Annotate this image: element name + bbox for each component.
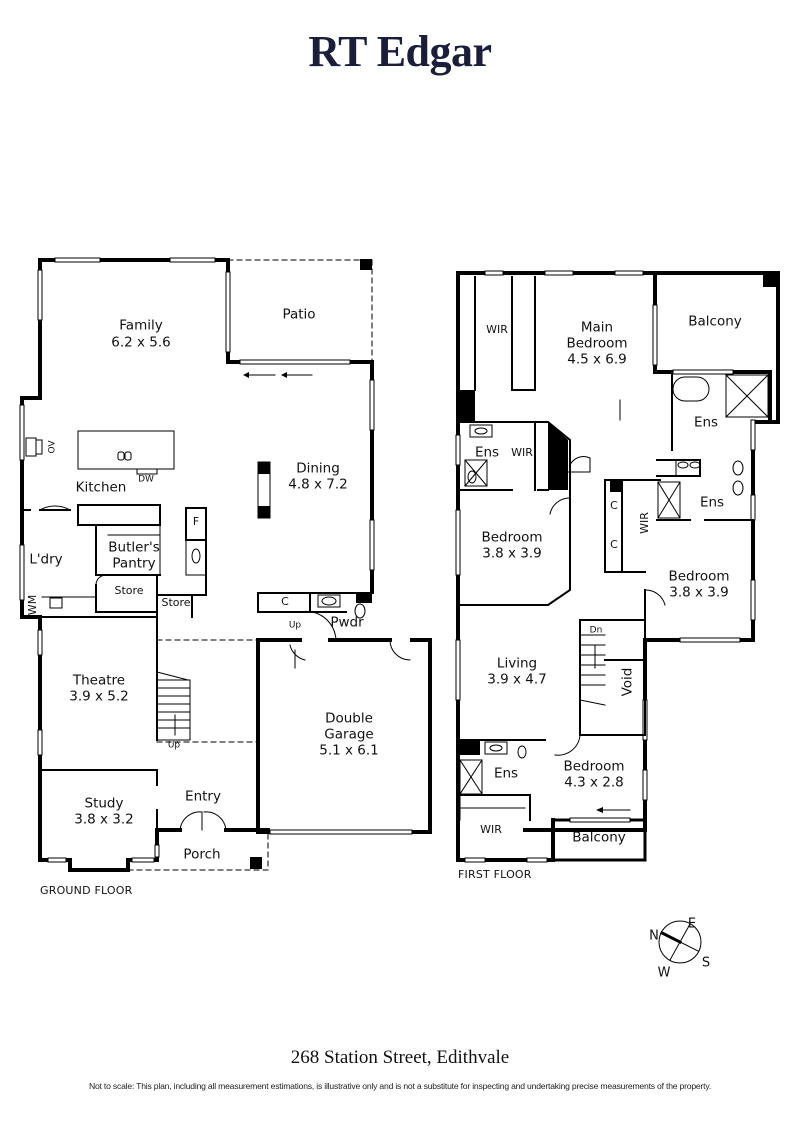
room-dining-name: Dining <box>296 460 340 477</box>
room-garage-name: Double <box>325 710 373 727</box>
room-theatre-dims: 3.9 x 5.2 <box>69 688 129 705</box>
room-laundry-name: L'dry <box>29 551 63 568</box>
disclaimer-text: Not to scale: This plan, including all m… <box>88 1081 712 1091</box>
brand-logo: RT Edgar <box>308 27 492 76</box>
oven-label: OV <box>47 440 58 454</box>
room-porch-name: Porch <box>183 846 221 863</box>
room-cupboard-c: C <box>281 595 289 608</box>
room-garage-dims: 5.1 x 6.1 <box>319 742 379 759</box>
room-wir-left: WIR <box>511 446 533 459</box>
compass-south: S <box>701 955 711 971</box>
room-butlers-pantry-name: Butler's <box>108 539 160 556</box>
room-bedroom-right-name: Bedroom <box>668 568 730 585</box>
fridge-label: F <box>192 515 200 528</box>
room-ens-left: Ens <box>474 444 500 461</box>
room-void: Void <box>619 667 636 697</box>
room-store-1: Store <box>114 584 144 597</box>
room-living-name: Living <box>496 655 538 672</box>
room-main-bedroom-name2: Bedroom <box>566 335 628 352</box>
stairs-up-label-2: Up <box>167 740 181 751</box>
room-butlers-pantry-name2: Pantry <box>112 555 156 572</box>
room-patio-name: Patio <box>282 306 316 323</box>
room-dining-dims: 4.8 x 7.2 <box>288 476 348 493</box>
property-address: 268 Station Street, Edithvale <box>290 1047 510 1068</box>
room-wir-right: WIR <box>638 512 651 534</box>
compass-east: E <box>687 916 697 932</box>
room-family-name: Family <box>119 317 163 334</box>
room-entry-name: Entry <box>185 788 221 805</box>
room-bedroom-right-dims: 3.8 x 3.9 <box>669 584 729 601</box>
room-family-dims: 6.2 x 5.6 <box>111 334 171 351</box>
room-ens-right: Ens <box>699 494 725 511</box>
room-ens-main: Ens <box>693 414 719 431</box>
washing-machine-label: WM <box>26 594 39 616</box>
room-theatre-name: Theatre <box>72 672 126 689</box>
room-bedroom-bottom-dims: 4.3 x 2.8 <box>564 774 624 791</box>
room-study-name: Study <box>84 795 124 812</box>
room-wir-bottom: WIR <box>480 823 502 836</box>
room-balcony-bottom: Balcony <box>572 829 626 846</box>
stairs-down-label: Dn <box>589 625 603 636</box>
room-garage-name2: Garage <box>324 726 374 743</box>
cupboard-c-2: C <box>610 538 618 551</box>
ground-floor-label: GROUND FLOOR <box>40 884 133 897</box>
compass-west: W <box>657 965 671 981</box>
room-kitchen-name: Kitchen <box>75 479 127 496</box>
room-bedroom-bottom-name: Bedroom <box>563 758 625 775</box>
room-wir-main: WIR <box>486 323 508 336</box>
cupboard-c-1: C <box>610 499 618 512</box>
room-store-2: Store <box>161 596 191 609</box>
room-main-bedroom-dims: 4.5 x 6.9 <box>567 351 627 368</box>
room-bedroom-left-dims: 3.8 x 3.9 <box>482 545 542 562</box>
dishwasher-label: DW <box>138 474 154 485</box>
room-balcony-top: Balcony <box>688 313 742 330</box>
first-floor-label: FIRST FLOOR <box>458 868 532 881</box>
room-powder-name: Pwdr <box>330 614 364 631</box>
compass-north: N <box>649 928 659 944</box>
room-living-dims: 3.9 x 4.7 <box>487 671 547 688</box>
room-main-bedroom-name: Main <box>580 319 614 336</box>
room-ens-bottom: Ens <box>493 765 519 782</box>
room-bedroom-left-name: Bedroom <box>481 529 543 546</box>
room-study-dims: 3.8 x 3.2 <box>74 811 134 828</box>
stairs-up-label-1: Up <box>288 620 302 631</box>
